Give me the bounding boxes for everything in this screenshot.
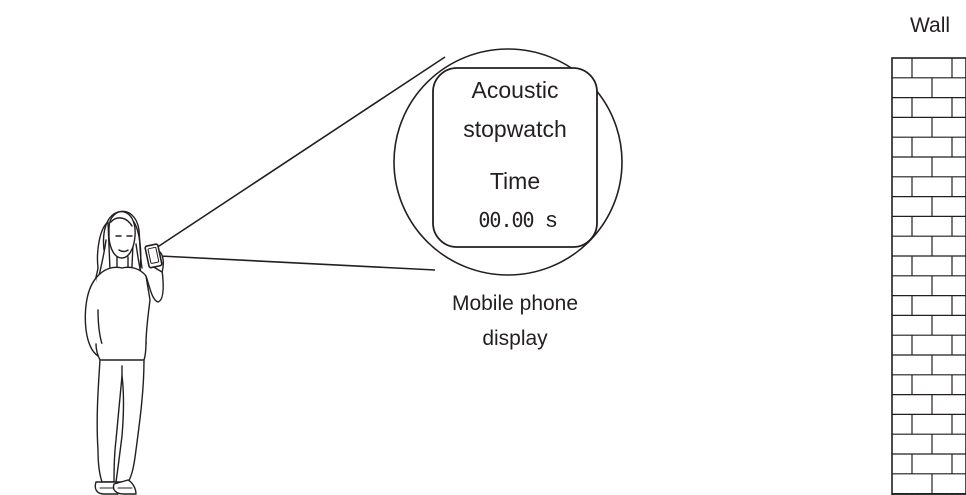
person-holding-phone-icon <box>84 210 165 495</box>
display-title-line1: Acoustic <box>472 77 559 103</box>
wall-outline <box>891 57 966 495</box>
caption-line1: Mobile phone <box>452 292 578 315</box>
display-time-unit: s <box>546 207 557 232</box>
caption-line2: display <box>482 327 548 350</box>
brick-wall-icon <box>891 57 966 495</box>
magnifier-lines <box>155 56 446 271</box>
magnifier-circle-icon: Acoustic stopwatch Time 00.00 s <box>393 48 623 276</box>
magnifier-line-top <box>155 56 446 249</box>
display-time-label: Time <box>490 168 540 194</box>
display-time-value: 00.00 <box>478 208 533 232</box>
wall-label: Wall <box>910 14 950 37</box>
phone-display-frame <box>432 67 598 248</box>
magnifier-line-bottom <box>159 255 436 271</box>
display-title-line2: stopwatch <box>463 116 567 142</box>
